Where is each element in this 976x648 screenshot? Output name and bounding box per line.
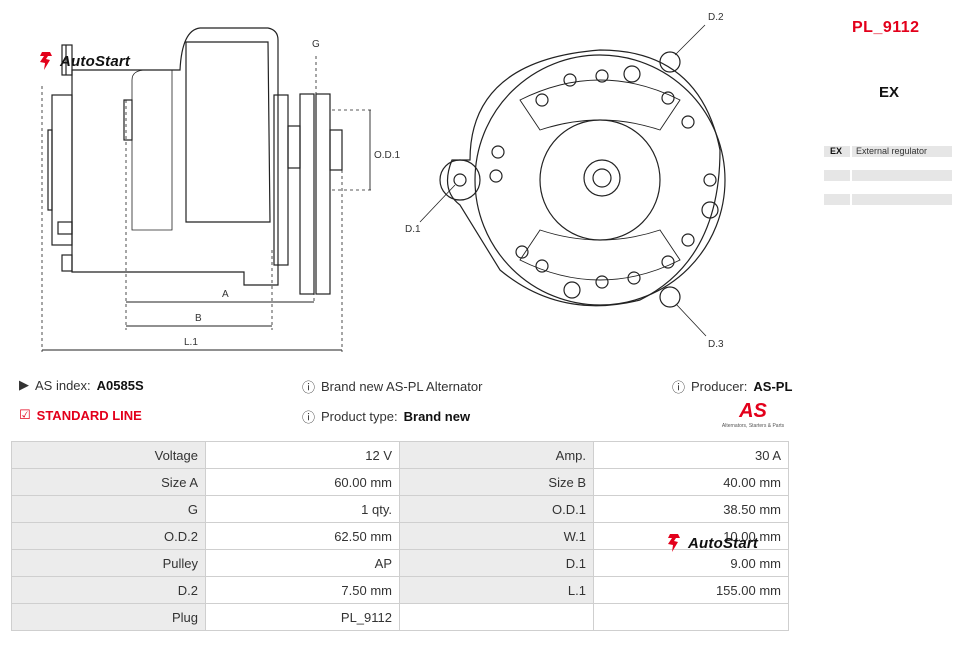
spec-label: Plug [11, 603, 206, 631]
label-a: A [222, 289, 229, 300]
spec-value: 30 A [593, 441, 789, 469]
label-d1: D.1 [405, 224, 421, 235]
legend-row [824, 170, 952, 181]
label-b: B [195, 313, 202, 324]
table-row: G 1 qty. O.D.1 38.50 mm [11, 495, 789, 523]
spec-value: 1 qty. [205, 495, 400, 523]
spec-value: 38.50 mm [593, 495, 789, 523]
table-row: D.2 7.50 mm L.1 155.00 mm [11, 576, 789, 604]
table-row: Size A 60.00 mm Size B 40.00 mm [11, 468, 789, 496]
as-index: ▶ AS index: A0585S [19, 377, 144, 393]
label-d3: D.3 [708, 339, 724, 350]
table-row: Pulley AP D.1 9.00 mm [11, 549, 789, 577]
side-view [47, 27, 343, 295]
legend-code: EX [824, 146, 850, 157]
brand-logo-watermark: AutoStart [664, 534, 758, 552]
spec-value: 9.00 mm [593, 549, 789, 577]
dimension-lines [41, 56, 374, 352]
as-pl-logo: AS Alternators, Starters & Parts [716, 400, 790, 429]
table-row: Plug PL_9112 [11, 603, 789, 631]
brand-logo-text: AutoStart [60, 52, 131, 70]
spec-value: AP [205, 549, 400, 577]
spec-label: D.2 [11, 576, 206, 604]
label-d2: D.2 [708, 12, 724, 23]
spec-label: L.1 [399, 576, 594, 604]
as-index-value: A0585S [96, 377, 144, 393]
brand-logo-text: AutoStart [688, 534, 759, 552]
checkbox-icon: ☑ [19, 407, 31, 422]
legend-desc [852, 194, 952, 205]
label-l1: L.1 [184, 337, 198, 348]
spec-label: Amp. [399, 441, 594, 469]
brand-logo-top: AutoStart [36, 52, 130, 70]
legend-code [824, 170, 850, 181]
legend-desc [852, 170, 952, 181]
label-od1: O.D.1 [374, 150, 401, 161]
brand-logo-icon [40, 52, 52, 70]
spec-value: 10.00 mm [593, 522, 789, 550]
spec-value: 40.00 mm [593, 468, 789, 496]
regulator-title: EX [879, 84, 900, 101]
spec-label: G [11, 495, 206, 523]
front-view [419, 24, 726, 337]
product-type-label: Product type: [321, 409, 398, 424]
spec-label: Pulley [11, 549, 206, 577]
spec-label: O.D.1 [399, 495, 594, 523]
product-desc-text: Brand new AS-PL Alternator [321, 379, 483, 394]
as-logo-subtitle: Alternators, Starters & Parts [721, 423, 785, 429]
legend-row: EX External regulator [824, 146, 952, 157]
tags-icon: ▶ [19, 377, 29, 392]
producer-label: Producer: [691, 379, 748, 394]
spec-label: Size A [11, 468, 206, 496]
legend-code [824, 194, 850, 205]
as-index-label: AS index: [35, 377, 91, 393]
spec-value: 60.00 mm [205, 468, 400, 496]
spec-label: O.D.2 [11, 522, 206, 550]
legend-row [824, 194, 952, 205]
standard-line-text: STANDARD LINE [36, 407, 142, 423]
table-row: O.D.2 62.50 mm W.1 10.00 mm [11, 522, 789, 550]
spec-label [399, 603, 594, 631]
spec-value: PL_9112 [205, 603, 400, 631]
standard-line: ☑ STANDARD LINE [19, 407, 142, 423]
spec-value: 12 V [205, 441, 400, 469]
label-g: G [312, 39, 320, 50]
spec-value: 7.50 mm [205, 576, 400, 604]
spec-label: D.1 [399, 549, 594, 577]
part-number: PL_9112 [852, 19, 920, 36]
spec-table: Voltage 12 V Amp. 30 A Size A 60.00 mm S… [11, 441, 789, 631]
spec-value: 155.00 mm [593, 576, 789, 604]
regulator-legend: EX External regulator [824, 146, 952, 218]
alternator-drawing: G O.D.1 A B L.1 D.1 D.2 D.3 [41, 12, 726, 352]
product-type: ⓘ Product type: Brand new [302, 407, 470, 426]
spec-label: W.1 [399, 522, 594, 550]
spec-value: 62.50 mm [205, 522, 400, 550]
info-icon: ⓘ [672, 380, 686, 395]
legend-desc: External regulator [852, 146, 952, 157]
producer-value: AS-PL [753, 379, 793, 394]
as-logo-mark: AS [739, 400, 767, 422]
spec-value [593, 603, 789, 631]
spec-label: Voltage [11, 441, 206, 469]
info-icon: ⓘ [302, 410, 316, 425]
table-row: Voltage 12 V Amp. 30 A [11, 441, 789, 469]
producer: ⓘ Producer: AS-PL [672, 377, 792, 396]
product-description: ⓘ Brand new AS-PL Alternator [302, 377, 482, 396]
product-type-value: Brand new [403, 409, 471, 424]
spec-label: Size B [399, 468, 594, 496]
brand-logo-icon [668, 534, 680, 552]
info-icon: ⓘ [302, 380, 316, 395]
